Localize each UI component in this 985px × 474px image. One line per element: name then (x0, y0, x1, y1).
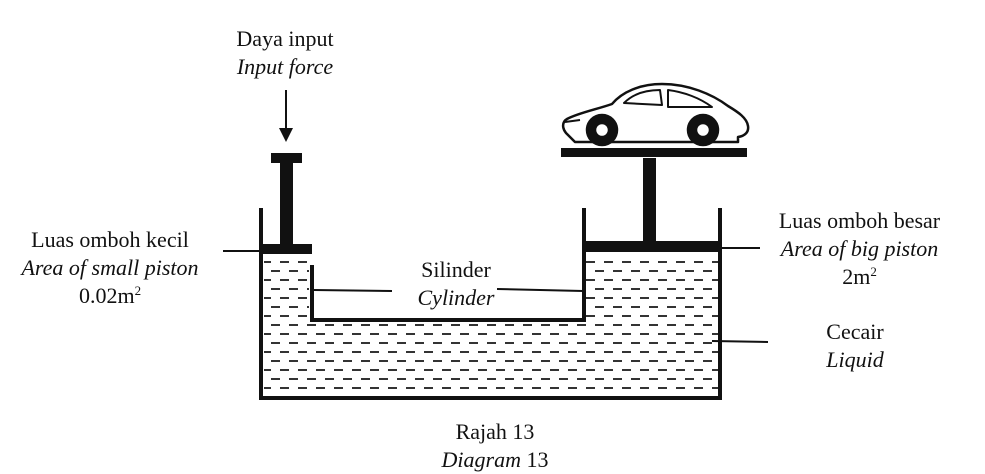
leader-cylinder-left (313, 289, 393, 292)
cylinder-label-ms: Silinder (421, 257, 491, 282)
small-piston-area-exponent: 2 (134, 283, 142, 298)
caption-en-number: 13 (526, 447, 549, 472)
car-icon (561, 82, 750, 147)
small-piston (261, 244, 312, 254)
small-piston-area: 0.02m2 (0, 282, 220, 310)
big-piston-area-value: 2m (842, 264, 871, 289)
input-force-label-ms: Daya input (236, 26, 334, 51)
small-piston-label: Luas omboh kecil Area of small piston 0.… (0, 226, 220, 310)
caption-en-word: Diagram (441, 447, 521, 472)
leader-liquid (711, 340, 769, 343)
cylinder-label-en: Cylinder (417, 285, 495, 310)
caption-ms: Rajah 13 (455, 419, 535, 444)
cylinder-label: Silinder Cylinder (396, 256, 516, 312)
platform (561, 148, 747, 157)
small-piston-area-value: 0.02m (78, 283, 135, 308)
input-force-label: Daya input Input force (215, 25, 355, 81)
big-piston-area: 2m2 (752, 263, 967, 291)
small-piston-handle (271, 153, 302, 163)
small-piston-rod (280, 162, 293, 246)
input-force-label-en: Input force (236, 54, 334, 79)
big-piston-label: Luas omboh besar Area of big piston 2m2 (752, 207, 967, 291)
leader-cylinder-right (496, 288, 584, 292)
small-piston-label-ms: Luas omboh kecil (31, 227, 189, 252)
liquid-label: Cecair Liquid (800, 318, 910, 374)
big-piston-area-exponent: 2 (870, 264, 877, 279)
big-piston-rod (643, 158, 656, 243)
down-arrow-icon (279, 90, 293, 142)
diagram-caption: Rajah 13 Diagram 13 (400, 418, 590, 474)
small-piston-label-en: Area of small piston (21, 255, 199, 280)
container-wall (259, 208, 722, 400)
big-piston-label-ms: Luas omboh besar (778, 208, 941, 233)
caption-en: Diagram 13 (400, 446, 590, 474)
liquid-label-ms: Cecair (826, 319, 884, 344)
liquid-label-en: Liquid (826, 347, 884, 372)
big-piston-label-en: Area of big piston (780, 236, 939, 261)
big-piston (584, 241, 720, 252)
